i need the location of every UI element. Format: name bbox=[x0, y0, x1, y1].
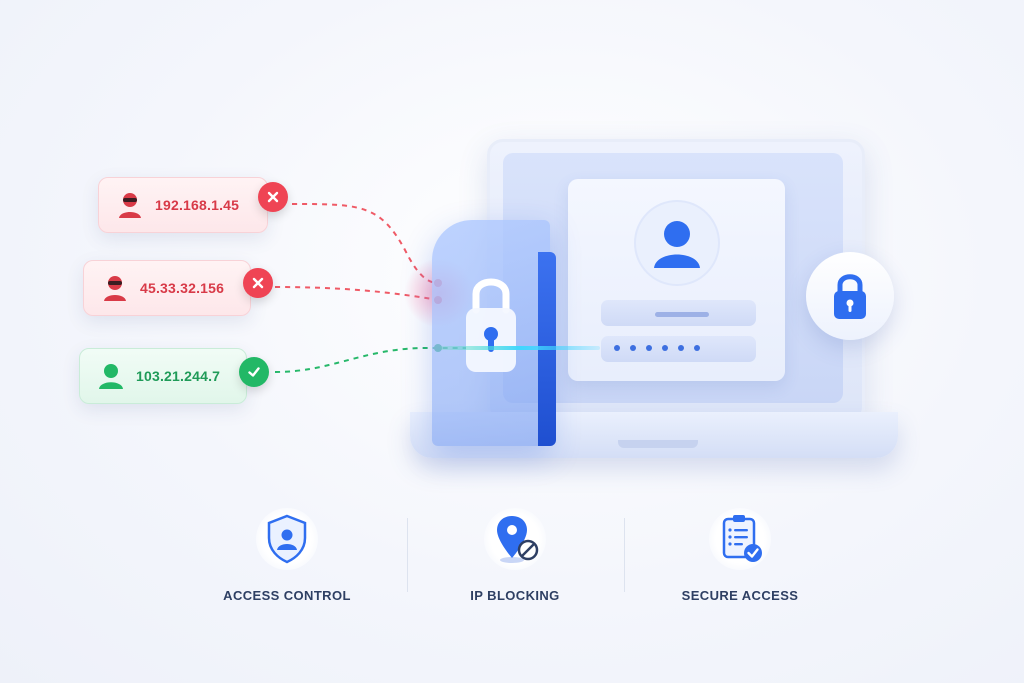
ip-address: 192.168.1.45 bbox=[155, 197, 240, 213]
padlock-icon bbox=[466, 278, 516, 372]
user-icon bbox=[654, 221, 700, 268]
password-dot bbox=[678, 345, 684, 351]
feature-access-control: ACCESS CONTROL bbox=[177, 508, 397, 603]
password-dot bbox=[694, 345, 700, 351]
username-placeholder-line bbox=[655, 312, 709, 317]
password-dot bbox=[662, 345, 668, 351]
feature-icon-container bbox=[256, 508, 318, 570]
divider bbox=[407, 518, 408, 592]
location-blocked-icon bbox=[497, 516, 539, 563]
password-dot bbox=[630, 345, 636, 351]
x-icon bbox=[258, 182, 288, 212]
ip-card-blocked: 192.168.1.45 bbox=[98, 177, 268, 233]
avatar bbox=[634, 200, 720, 286]
ip-address: 45.33.32.156 bbox=[140, 280, 225, 296]
feature-icon-container bbox=[709, 508, 771, 570]
divider bbox=[624, 518, 625, 592]
clipboard-check-icon bbox=[722, 515, 762, 562]
check-icon bbox=[239, 357, 269, 387]
laptop-notch bbox=[618, 440, 698, 448]
ip-card-blocked: 45.33.32.156 bbox=[83, 260, 251, 316]
password-dot bbox=[646, 345, 652, 351]
hacker-icon bbox=[104, 276, 126, 301]
feature-secure-access: SECURE ACCESS bbox=[630, 508, 850, 603]
x-icon bbox=[243, 268, 273, 298]
ip-address: 103.21.244.7 bbox=[136, 368, 221, 384]
user-icon bbox=[99, 364, 123, 389]
feature-icon-container bbox=[484, 508, 546, 570]
shield-user-icon bbox=[267, 514, 307, 564]
feature-ip-blocking: IP BLOCKING bbox=[405, 508, 625, 603]
blocked-connection-line-1 bbox=[291, 203, 439, 284]
feature-label: IP BLOCKING bbox=[470, 588, 560, 603]
lock-icon bbox=[834, 274, 866, 319]
feature-label: SECURE ACCESS bbox=[681, 588, 799, 603]
feature-label: ACCESS CONTROL bbox=[223, 588, 351, 603]
lock-badge bbox=[806, 252, 894, 340]
ip-card-allowed: 103.21.244.7 bbox=[79, 348, 247, 404]
password-dot bbox=[614, 345, 620, 351]
hacker-icon bbox=[119, 193, 141, 218]
